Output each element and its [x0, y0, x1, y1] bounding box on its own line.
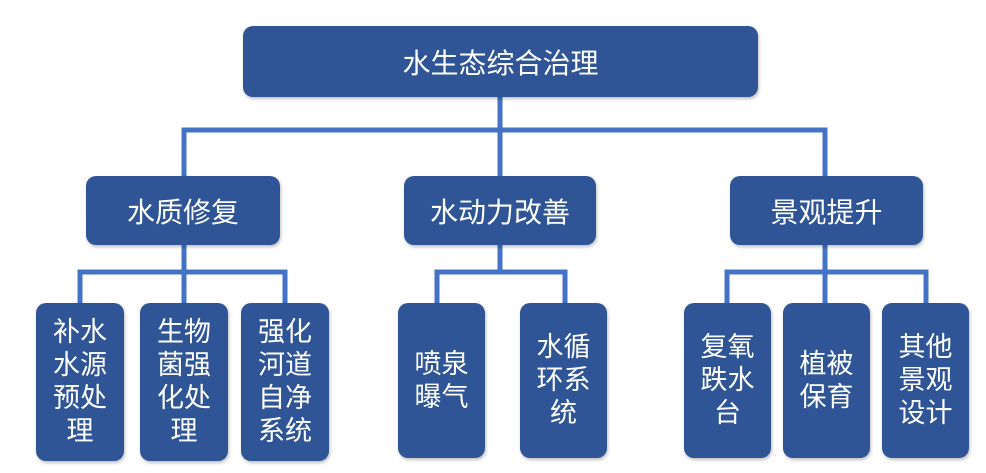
leaf-reoxygenation-cascade: 复氧 跌水 台 [684, 303, 771, 458]
leaf-vegetation-conservation: 植被 保育 [783, 303, 870, 458]
leaf-river-self-purification: 强化 河道 自净 系统 [241, 303, 329, 461]
leaf-bacteria-enhancement: 生物 菌强 化处 理 [140, 303, 228, 461]
leaf-fountain-aeration: 喷泉 曝气 [398, 303, 485, 458]
branch-hydrodynamics-node: 水动力改善 [404, 176, 596, 245]
root-node: 水生态综合治理 [243, 26, 758, 97]
leaf-water-supply-pretreatment: 补水 水源 预处 理 [36, 303, 124, 461]
branch-water-quality-node: 水质修复 [86, 176, 280, 245]
leaf-water-circulation: 水循 环系 统 [520, 303, 607, 458]
leaf-other-landscape-design: 其他 景观 设计 [882, 303, 969, 458]
branch-landscape-node: 景观提升 [730, 176, 923, 245]
